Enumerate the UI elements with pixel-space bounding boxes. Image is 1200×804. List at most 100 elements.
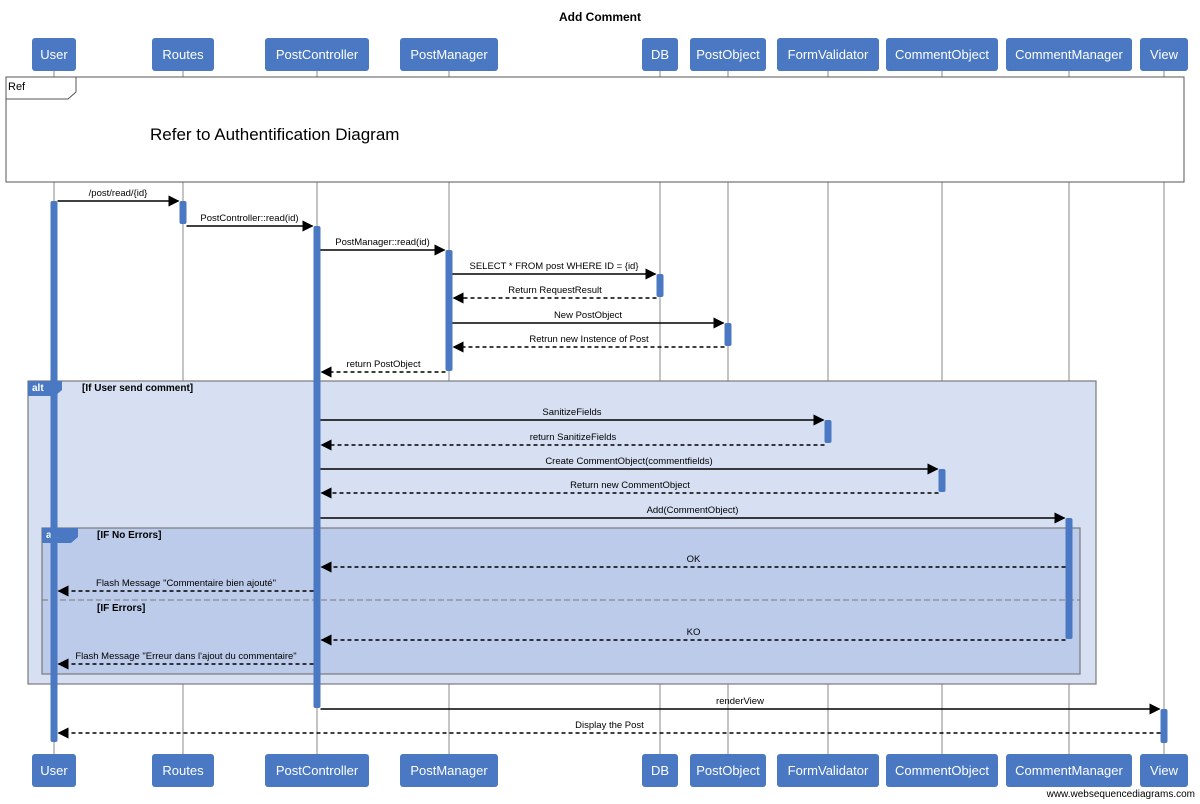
message-label: return SanitizeFields [530,432,617,443]
message-10: return SanitizeFields [320,432,825,451]
activation-postmanager [445,250,453,371]
participant-label: PostObject [696,47,760,62]
activation-user [50,201,58,742]
participant-label: PostManager [410,763,488,778]
message-2: PostController::read(id) [186,213,314,232]
message-label: Add(CommentObject) [647,505,739,516]
participant-label: User [40,763,68,778]
message-13: Add(CommentObject) [320,505,1066,524]
participants: UserUserRoutesRoutesPostControllerPostCo… [32,38,1188,787]
participant-label: FormValidator [788,763,869,778]
message-1: /post/read/{id} [57,188,180,207]
participant-db-bottom[interactable]: DB [642,754,678,787]
participant-label: View [1150,763,1179,778]
participant-postobject-bottom[interactable]: PostObject [690,754,766,787]
activation-commentmanager [1065,518,1073,639]
message-label: PostManager::read(id) [335,237,430,248]
participant-postcontroller-top[interactable]: PostController [265,38,369,71]
message-label: /post/read/{id} [89,188,148,199]
participant-label: CommentObject [895,763,989,778]
participant-label: PostController [276,47,359,62]
message-9: SanitizeFields [320,407,825,426]
participant-formvalidator-bottom[interactable]: FormValidator [777,754,879,787]
alt-operator: alt [32,383,44,394]
message-label: Flash Message "Erreur dans l'ajout du co… [75,651,296,662]
message-3: PostManager::read(id) [320,237,446,256]
message-4: SELECT * FROM post WHERE ID = {id} [452,261,657,280]
message-label: SanitizeFields [542,407,601,418]
activation-db [656,274,664,297]
activation-routes [179,201,187,224]
message-label: OK [687,554,701,565]
messages: /post/read/{id}PostController::read(id)P… [57,188,1161,739]
message-label: return PostObject [347,359,421,370]
ref-tag: Ref [8,81,26,93]
alt-condition: [IF No Errors] [97,530,161,541]
participant-formvalidator-top[interactable]: FormValidator [777,38,879,71]
participant-routes-top[interactable]: Routes [152,38,214,71]
participant-label: Routes [162,47,204,62]
participant-postmanager-top[interactable]: PostManager [400,38,498,71]
message-label: Retrun new Instence of Post [529,334,649,345]
message-7: Retrun new Instence of Post [452,334,725,353]
message-18: renderView [320,696,1161,715]
alt-else-condition: [IF Errors] [97,603,145,614]
participant-postmanager-bottom[interactable]: PostManager [400,754,498,787]
participant-postcontroller-bottom[interactable]: PostController [265,754,369,787]
message-16: KO [320,627,1066,646]
participant-label: CommentManager [1015,763,1123,778]
participant-label: View [1150,47,1179,62]
participant-view-top[interactable]: View [1140,38,1188,71]
participant-commentmanager-bottom[interactable]: CommentManager [1006,754,1132,787]
message-label: KO [687,627,701,638]
message-label: New PostObject [554,310,622,321]
activation-formvalidator [824,420,832,443]
participant-user-bottom[interactable]: User [32,754,76,787]
participant-view-bottom[interactable]: View [1140,754,1188,787]
ref-fragment: Ref Refer to Authentification Diagram [5,76,1185,183]
participant-label: FormValidator [788,47,869,62]
message-11: Create CommentObject(commentfields) [320,456,939,475]
participant-label: PostObject [696,763,760,778]
participant-user-top[interactable]: User [32,38,76,71]
activation-postobject [724,323,732,346]
message-label: Flash Message "Commentaire bien ajouté" [96,578,276,589]
activation-view [1160,709,1168,743]
message-label: renderView [716,696,764,707]
message-label: Return new CommentObject [570,480,690,491]
message-19: Display the Post [57,720,1161,739]
message-label: Display the Post [575,720,644,731]
participant-commentmanager-top[interactable]: CommentManager [1006,38,1132,71]
message-14: OK [320,554,1066,573]
participant-label: DB [651,47,669,62]
participant-label: PostManager [410,47,488,62]
message-label: Create CommentObject(commentfields) [545,456,712,467]
message-label: Return RequestResult [508,285,602,296]
participant-postobject-top[interactable]: PostObject [690,38,766,71]
message-17: Flash Message "Erreur dans l'ajout du co… [57,651,314,670]
alt-condition: [If User send comment] [82,383,193,394]
message-6: New PostObject [452,310,725,329]
message-5: Return RequestResult [452,285,657,304]
participant-label: Routes [162,763,204,778]
participant-label: CommentObject [895,47,989,62]
participant-commentobject-top[interactable]: CommentObject [886,38,998,71]
ref-text: Refer to Authentification Diagram [150,125,399,144]
message-8: return PostObject [320,359,446,378]
message-label: SELECT * FROM post WHERE ID = {id} [469,261,638,272]
participant-db-top[interactable]: DB [642,38,678,71]
participant-commentobject-bottom[interactable]: CommentObject [886,754,998,787]
participant-label: PostController [276,763,359,778]
activation-postcontroller [313,226,321,708]
participant-routes-bottom[interactable]: Routes [152,754,214,787]
participant-label: CommentManager [1015,47,1123,62]
activation-commentobject [938,469,946,492]
activation-bars [50,201,1168,743]
diagram-title: Add Comment [559,10,641,24]
participant-label: DB [651,763,669,778]
participant-label: User [40,47,68,62]
message-15: Flash Message "Commentaire bien ajouté" [57,578,314,597]
message-12: Return new CommentObject [320,480,939,499]
watermark: www.websequencediagrams.com [1046,789,1195,800]
